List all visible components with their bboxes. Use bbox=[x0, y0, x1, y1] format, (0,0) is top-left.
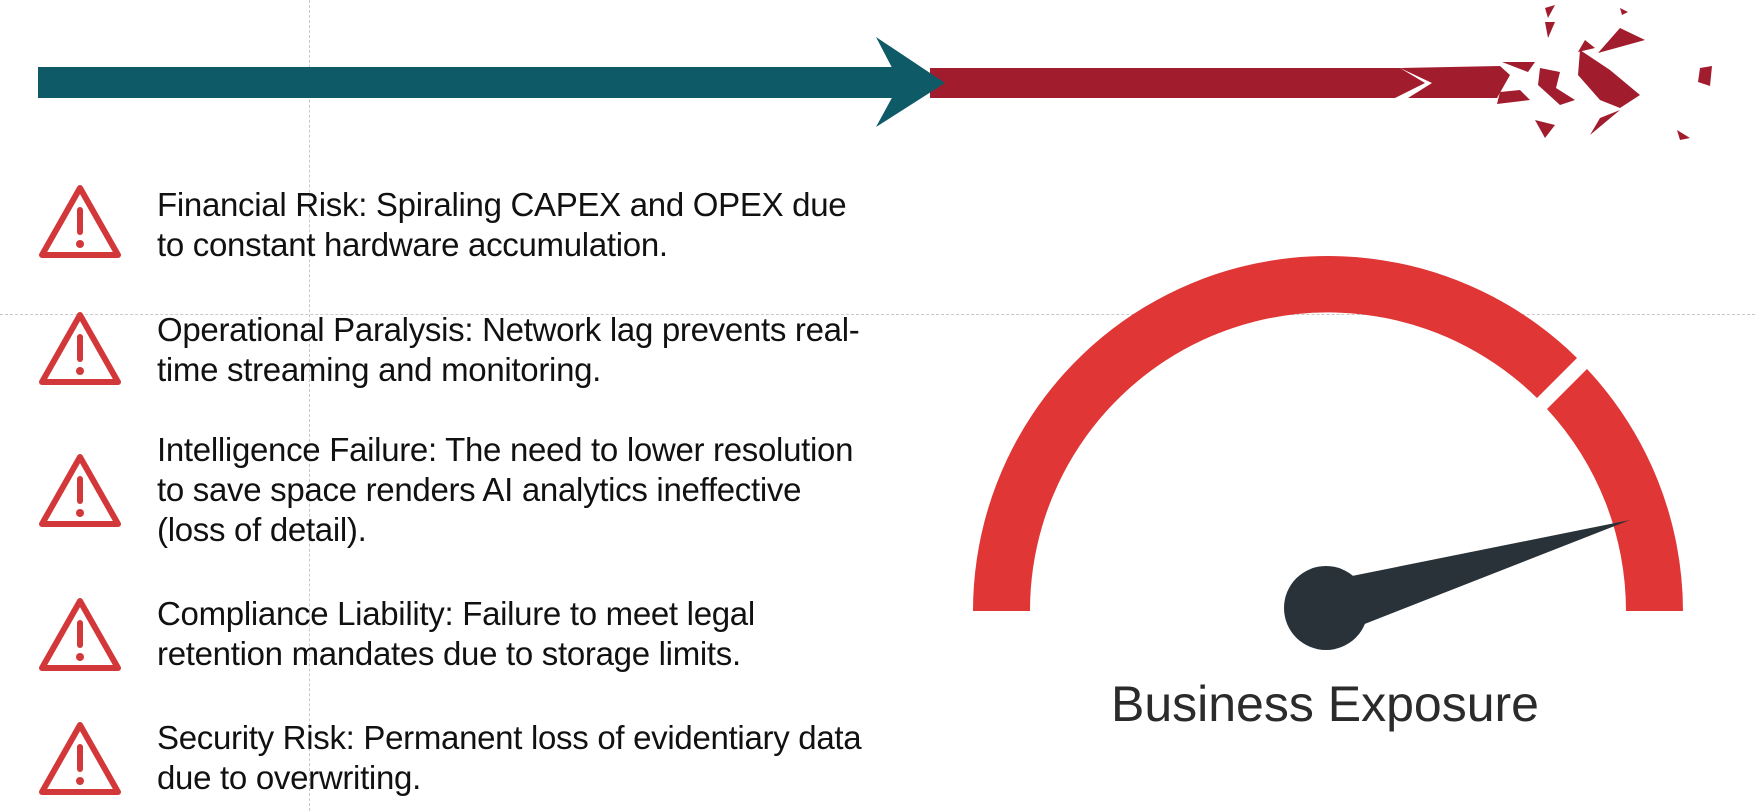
risk-text: Security Risk: Permanent loss of evident… bbox=[157, 719, 862, 796]
guide-line-vertical bbox=[309, 0, 310, 811]
gauge-needle bbox=[1322, 520, 1630, 636]
warning-icon bbox=[39, 598, 121, 671]
gauge-arc-main bbox=[973, 256, 1577, 611]
shattered-fragments bbox=[1400, 5, 1712, 140]
risk-text: Intelligence Failure: The need to lower … bbox=[157, 431, 854, 548]
risk-text: Operational Paralysis: Network lag preve… bbox=[157, 311, 860, 388]
gauge-arc-high bbox=[1547, 369, 1683, 611]
arrow-shaft-teal bbox=[38, 67, 918, 98]
progress-arrow bbox=[38, 5, 1712, 140]
risk-text: Compliance Liability: Failure to meet le… bbox=[157, 595, 755, 672]
arrow-head bbox=[876, 37, 945, 127]
risk-text: Financial Risk: Spiraling CAPEX and OPEX… bbox=[157, 186, 847, 263]
guide-line-horizontal bbox=[0, 314, 1755, 315]
gauge bbox=[973, 256, 1683, 650]
arrow-shaft-red bbox=[930, 68, 1425, 98]
warning-icon bbox=[39, 185, 121, 258]
warning-icon bbox=[39, 454, 121, 527]
gauge-label: Business Exposure bbox=[1110, 676, 1539, 732]
warning-icon bbox=[39, 722, 121, 795]
warning-icon bbox=[39, 312, 121, 385]
gauge-needle-hub bbox=[1284, 566, 1368, 650]
